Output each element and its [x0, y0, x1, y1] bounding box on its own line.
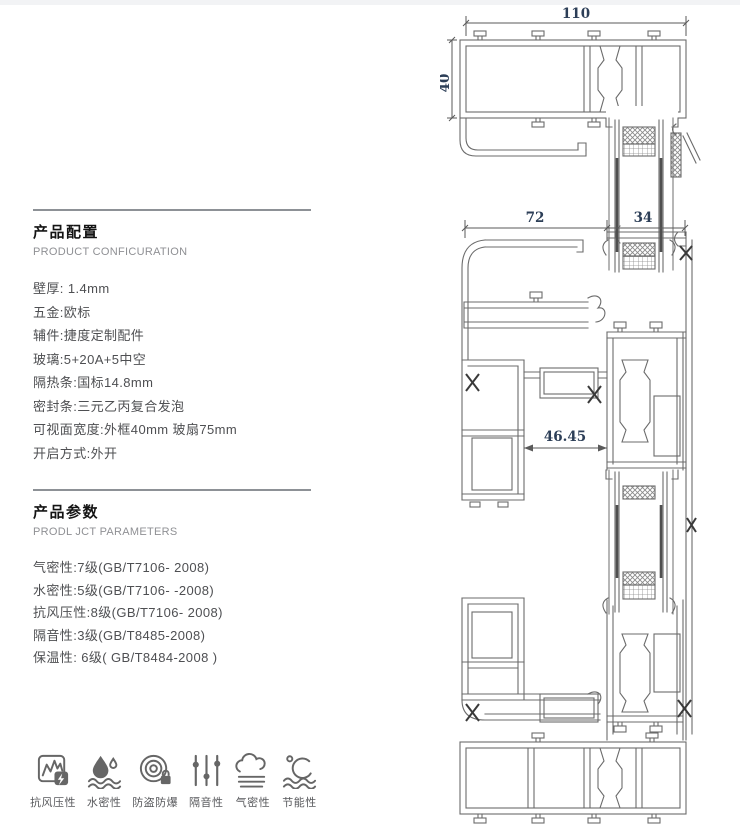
glass-pane-shading: [615, 158, 663, 578]
section-divider: [33, 209, 311, 211]
dim-mid-left: 72: [526, 210, 545, 226]
profile-cross-section-drawing: 110 40 72 34 46.45: [440, 6, 701, 824]
profile-outlines: [459, 30, 701, 824]
config-item: 开启方式:外开: [33, 445, 118, 461]
config-item: 五金:欧标: [33, 304, 91, 320]
spec-text-column: 产品配置 PRODUCT CONFICURATION 壁厚: 1.4mm 五金:…: [0, 0, 330, 828]
dimension-arrows: [524, 444, 607, 452]
param-items: 气密性:7级(GB/T7106- 2008) 水密性:5级(GB/T7106- …: [33, 557, 323, 670]
feature-water-tightness: 水密性: [86, 752, 123, 810]
page-top-strip: [0, 0, 740, 5]
feature-label: 隔音性: [189, 797, 224, 809]
config-item: 隔热条:国标14.8mm: [33, 375, 154, 390]
feature-icons-row: 抗风压性 水密性: [30, 752, 318, 810]
feature-energy-saving: 节能性: [281, 752, 318, 810]
anti-theft-icon: [139, 754, 171, 785]
feature-wind-pressure: 抗风压性: [30, 752, 76, 810]
config-item: 可视面宽度:外框40mm 玻扇75mm: [33, 422, 238, 437]
param-item: 隔音性:3级(GB/T8485-2008): [33, 627, 206, 643]
water-tightness-icon: [87, 755, 121, 789]
feature-label: 节能性: [282, 797, 317, 809]
param-item: 抗风压性:8级(GB/T7106- 2008): [33, 605, 223, 620]
section-title: 产品参数: [33, 504, 100, 521]
feature-label: 水密性: [86, 797, 122, 809]
dim-top-width: 110: [562, 6, 590, 22]
param-item: 保温性: 6级( GB/T8484-2008 ): [33, 650, 218, 665]
dim-center-gap: 46.45: [544, 429, 586, 445]
feature-label: 防盗防爆: [132, 797, 179, 809]
air-tightness-icon: [235, 753, 267, 788]
param-item: 气密性:7级(GB/T7106- 2008): [33, 560, 210, 575]
corner-cleat-marks: [465, 245, 697, 722]
param-item: 水密性:5级(GB/T7106- -2008): [33, 582, 215, 598]
feature-sound-insulation: 隔音性: [188, 752, 225, 810]
energy-saving-icon: [282, 755, 317, 789]
config-item: 密封条:三元乙丙复合发泡: [33, 398, 185, 414]
config-items: 壁厚: 1.4mm 五金:欧标 辅件:捷度定制配件 玻璃:5+20A+5中空 隔…: [33, 277, 323, 465]
config-item: 辅件:捷度定制配件: [33, 328, 145, 343]
dim-frame-height: 40: [440, 74, 453, 93]
dimension-lines: [447, 16, 690, 449]
dimension-labels: 110 40 72 34 46.45: [440, 6, 652, 445]
feature-label: 抗风压性: [30, 797, 76, 809]
section-subtitle: PRODL JCT PARAMETERS: [33, 526, 178, 538]
section-title: 产品配置: [33, 224, 100, 241]
feature-air-tightness: 气密性: [234, 752, 271, 810]
config-item: 玻璃:5+20A+5中空: [33, 351, 147, 367]
wind-pressure-icon: [37, 754, 68, 786]
product-configuration-section: 产品配置 PRODUCT CONFICURATION 壁厚: 1.4mm 五金:…: [33, 221, 323, 465]
dim-mid-right: 34: [634, 210, 653, 226]
section-subtitle: PRODUCT CONFICURATION: [33, 246, 188, 258]
product-parameters-section: 产品参数 PRODL JCT PARAMETERS 气密性:7级(GB/T710…: [33, 501, 323, 670]
feature-anti-theft: 防盗防爆: [132, 752, 178, 810]
section-divider: [33, 489, 311, 491]
sound-insulation-icon: [192, 754, 221, 787]
config-item: 壁厚: 1.4mm: [33, 281, 110, 296]
feature-label: 气密性: [235, 797, 271, 809]
